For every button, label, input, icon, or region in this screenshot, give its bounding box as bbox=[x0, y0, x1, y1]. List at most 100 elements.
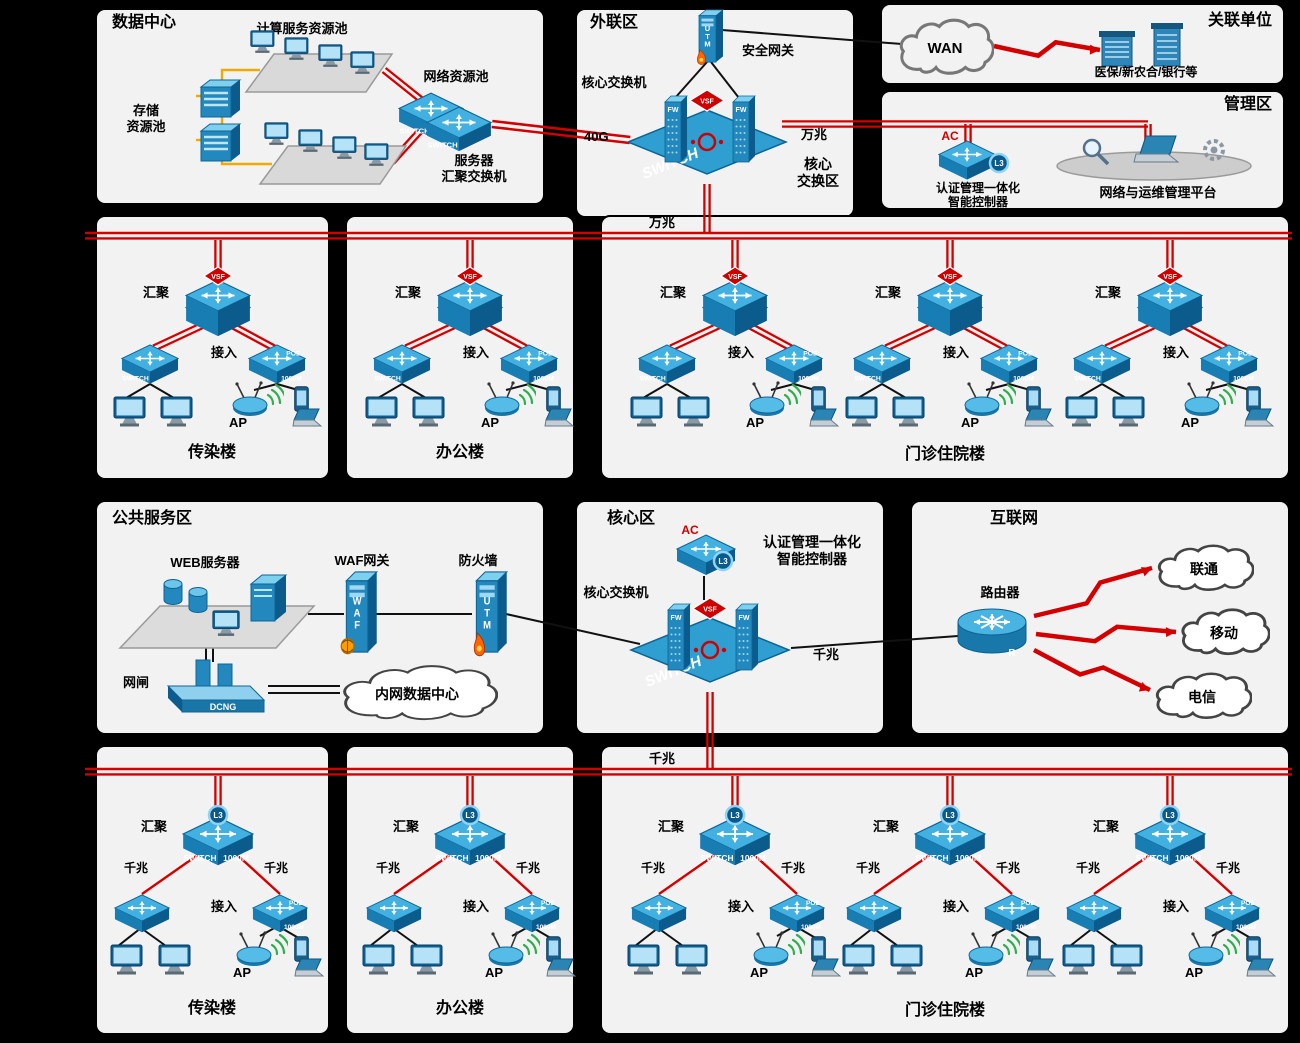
waf-label: WAF网关 bbox=[334, 553, 390, 568]
partner-buildings-icon bbox=[1098, 20, 1193, 70]
wan-cloud: WAN bbox=[896, 18, 995, 76]
controller-label: 智能控制器 bbox=[947, 195, 1009, 209]
pc-icon bbox=[250, 30, 276, 53]
router-label: 路由器 bbox=[980, 585, 1020, 600]
laptop-icon bbox=[811, 958, 842, 978]
building-label: 办公楼 bbox=[435, 444, 485, 461]
pc-icon bbox=[630, 396, 664, 427]
panel-row1-outpatient bbox=[600, 215, 1290, 480]
ac-controller-icon bbox=[937, 140, 997, 181]
controller-label: 认证管理一体化 bbox=[763, 534, 861, 550]
access-switch: SWITCH bbox=[1072, 344, 1132, 385]
server-agg-label: 汇聚交换机 bbox=[441, 169, 507, 184]
panel-row1-infectious bbox=[95, 215, 330, 480]
wireless-ap-icon bbox=[486, 928, 544, 972]
svg-text:联通: 联通 bbox=[1190, 561, 1218, 577]
gig-label: 千兆 bbox=[1215, 861, 1241, 875]
svg-text:SWITCH: SWITCH bbox=[1135, 853, 1168, 863]
ap-label: AP bbox=[749, 965, 769, 980]
gig-label: 千兆 bbox=[995, 861, 1021, 875]
pc-icon bbox=[158, 944, 192, 975]
ap-label: AP bbox=[480, 415, 500, 430]
svg-text:1000M: 1000M bbox=[1016, 924, 1036, 931]
svg-text:L3: L3 bbox=[945, 811, 955, 820]
access-label: 接入 bbox=[210, 345, 238, 360]
gig-label: 千兆 bbox=[780, 861, 806, 875]
laptop-icon bbox=[1024, 408, 1055, 428]
intranet-cloud: 内网数据中心 bbox=[336, 664, 499, 722]
poe-switch: 1000M POE bbox=[1199, 344, 1259, 385]
pc-icon bbox=[890, 944, 924, 975]
agg-switch-stack bbox=[916, 279, 984, 325]
gate-label: 网闸 bbox=[122, 675, 150, 690]
svg-text:1000M: 1000M bbox=[801, 924, 821, 931]
wireless-ap-icon bbox=[482, 378, 540, 422]
building-label: 传染楼 bbox=[187, 444, 237, 461]
pc-icon bbox=[1112, 396, 1146, 427]
wireless-ap-icon bbox=[1182, 378, 1240, 422]
pc-icon bbox=[627, 944, 661, 975]
l3-badge: L3 bbox=[207, 804, 229, 826]
svg-text:VSF: VSF bbox=[700, 99, 714, 106]
link-40g-label: 40G bbox=[584, 129, 609, 144]
panel-row2-office bbox=[345, 745, 575, 1035]
server-agg-switch: SWITCH bbox=[425, 106, 493, 152]
svg-text:DCNG: DCNG bbox=[210, 702, 237, 712]
svg-text:L3: L3 bbox=[994, 159, 1004, 168]
svg-text:SWITCH: SWITCH bbox=[435, 853, 468, 863]
agg-label: 汇聚 bbox=[394, 285, 422, 300]
laptop-icon bbox=[1244, 408, 1275, 428]
svg-text:POE: POE bbox=[289, 900, 303, 907]
pc-icon bbox=[1065, 396, 1099, 427]
vsf-badge: VSF bbox=[202, 266, 234, 286]
pc-icon bbox=[412, 396, 446, 427]
access-switch: SWITCH bbox=[120, 344, 180, 385]
svg-text:1000M: 1000M bbox=[1233, 375, 1254, 382]
panel-title: 公共服务区 bbox=[112, 510, 193, 527]
backbone-label: 万兆 bbox=[648, 215, 676, 230]
svg-text:1000M: 1000M bbox=[533, 375, 554, 382]
laptop-icon bbox=[544, 408, 575, 428]
svg-text:UTM: UTM bbox=[704, 24, 710, 48]
svg-text:VSF: VSF bbox=[211, 274, 225, 281]
controller-label: 智能控制器 bbox=[777, 551, 847, 567]
gig-label: 千兆 bbox=[855, 861, 881, 875]
vsf-badge: VSF bbox=[454, 266, 486, 286]
pc-icon bbox=[677, 396, 711, 427]
network-pool-label: 网络资源池 bbox=[423, 69, 489, 84]
ac-label: AC bbox=[681, 523, 699, 537]
pool-label: 计算服务资源池 bbox=[256, 21, 348, 36]
svg-text:POE: POE bbox=[806, 900, 820, 907]
ap-label: AP bbox=[964, 965, 984, 980]
panel-title: 互联网 bbox=[990, 510, 1039, 527]
access-label: 接入 bbox=[210, 899, 238, 914]
access-switch bbox=[845, 894, 903, 933]
l3-badge: L3 bbox=[459, 804, 481, 826]
svg-text:SWITCH: SWITCH bbox=[639, 375, 666, 382]
ap-label: AP bbox=[745, 415, 765, 430]
svg-text:POE: POE bbox=[1238, 351, 1253, 358]
l3-badge: L3 bbox=[712, 550, 734, 572]
access-label: 接入 bbox=[727, 899, 755, 914]
wireless-ap-icon bbox=[966, 928, 1024, 972]
storage-icon bbox=[194, 122, 242, 164]
web-server-box bbox=[242, 572, 288, 622]
svg-text:L3: L3 bbox=[730, 811, 740, 820]
svg-text:SWITCH: SWITCH bbox=[700, 853, 733, 863]
svg-text:POE: POE bbox=[538, 351, 553, 358]
poe-switch: 1000M POE bbox=[499, 344, 559, 385]
agg-label: 汇聚 bbox=[874, 285, 902, 300]
svg-text:L3: L3 bbox=[718, 557, 728, 566]
gig-label: 千兆 bbox=[812, 647, 840, 662]
building-label: 门诊住院楼 bbox=[904, 1002, 986, 1019]
network-gate-dcng: DCNG bbox=[162, 654, 268, 718]
svg-text:POE: POE bbox=[541, 900, 555, 907]
pc-icon bbox=[350, 51, 376, 74]
gig-label: 千兆 bbox=[640, 861, 666, 875]
